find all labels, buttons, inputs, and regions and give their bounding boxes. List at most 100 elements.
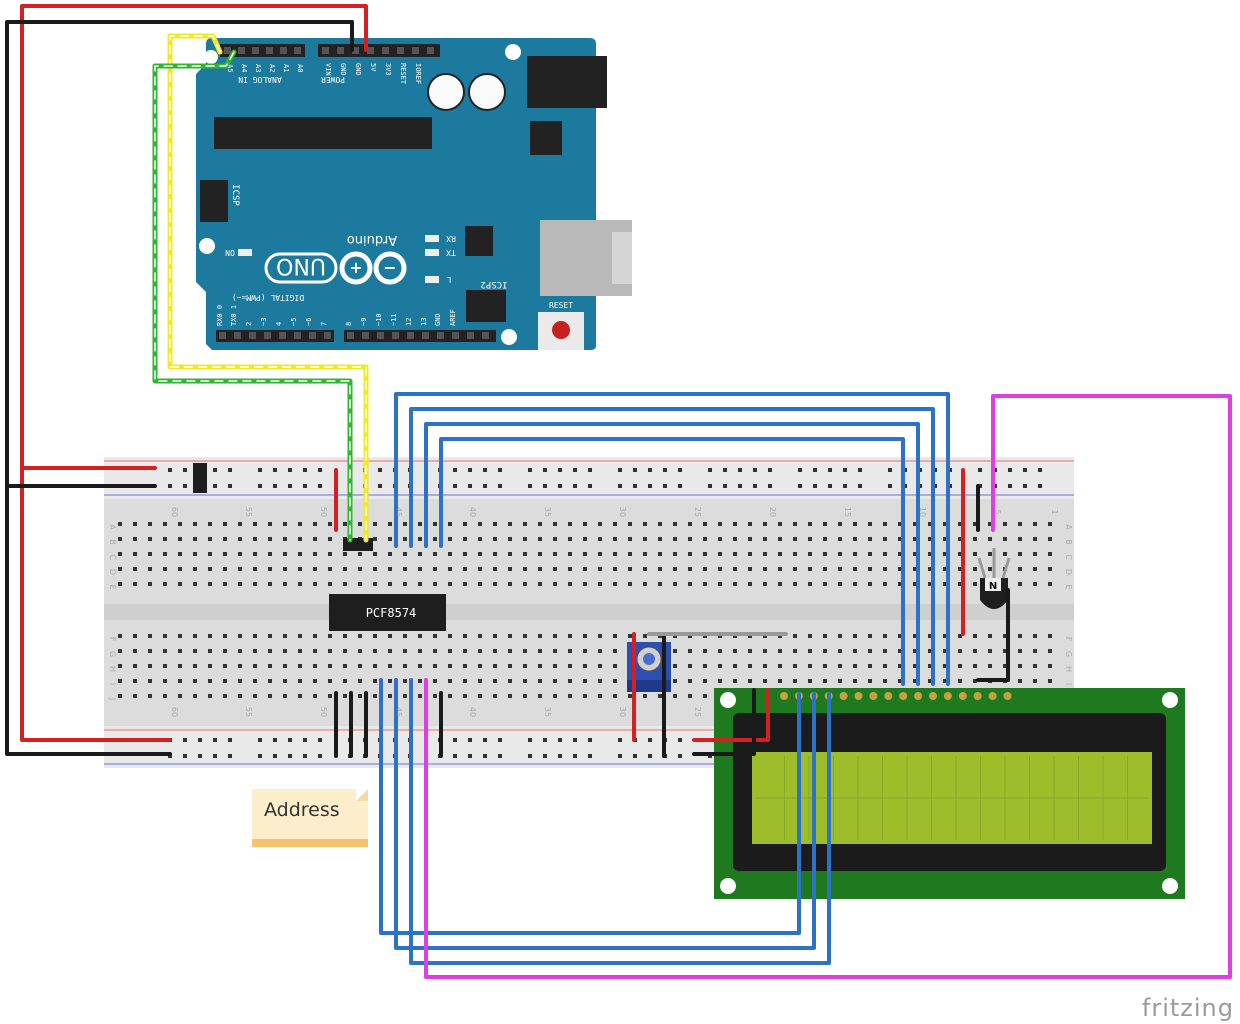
breadboard-hole [973,634,977,638]
breadboard-hole [463,537,467,541]
power-pin-label: 3V3 [384,63,392,76]
header-pin [352,47,359,54]
breadboard-hole [763,567,767,571]
breadboard-hole [748,522,752,526]
column-label: 40 [468,507,477,517]
breadboard-hole [823,537,827,541]
breadboard-hole [553,694,557,698]
breadboard-hole [763,664,767,668]
breadboard-hole [148,649,152,653]
breadboard-hole [478,664,482,668]
arduino-brand: Arduino [347,232,397,247]
breadboard-hole [688,679,692,683]
breadboard-hole [388,567,392,571]
digital-pin-label: 12 [405,318,413,326]
breadboard-hole [568,679,572,683]
breadboard-hole [763,649,767,653]
breadboard-hole [883,522,887,526]
breadboard-hole [448,649,452,653]
breadboard-hole [523,664,527,668]
breadboard-hole [283,552,287,556]
rail-hole [678,738,682,742]
breadboard-hole [433,582,437,586]
wire-address-gnd [334,691,443,758]
header-pin [324,332,331,339]
breadboard-hole [328,552,332,556]
breadboard-hole [688,582,692,586]
breadboard-hole [688,567,692,571]
breadboard-hole [298,552,302,556]
breadboard-hole [478,694,482,698]
breadboard-hole [373,694,377,698]
breadboard-hole [478,522,482,526]
l-led [425,276,439,283]
breadboard-hole [268,634,272,638]
breadboard-hole [268,552,272,556]
breadboard-hole [493,567,497,571]
breadboard-hole [583,567,587,571]
breadboard-hole [868,567,872,571]
breadboard-hole [283,634,287,638]
breadboard-hole [163,694,167,698]
header-pin [224,47,231,54]
rail-hole [228,484,232,488]
breadboard-hole [808,552,812,556]
breadboard-hole [838,664,842,668]
rail-hole [663,484,667,488]
breadboard-hole [493,522,497,526]
rail-hole [528,484,532,488]
rail-hole [318,754,322,758]
breadboard-hole [943,567,947,571]
power-pin-label: 5V [369,63,377,72]
breadboard-hole [253,582,257,586]
breadboard-hole [373,664,377,668]
breadboard-hole [148,567,152,571]
wire-ctrl-1 [379,678,801,935]
breadboard-hole [838,537,842,541]
digital-pin-label: ~5 [290,318,298,326]
rail-hole [543,468,547,472]
breadboard-hole [568,522,572,526]
breadboard-hole [238,694,242,698]
breadboard-hole [613,679,617,683]
icsp-header [200,180,228,222]
breadboard-hole [373,522,377,526]
breadboard-hole [298,634,302,638]
breadboard-hole [928,679,932,683]
breadboard-hole [238,664,242,668]
breadboard-hole [508,537,512,541]
breadboard-hole [613,634,617,638]
breadboard-hole [853,679,857,683]
breadboard-hole [463,649,467,653]
breadboard-hole [1048,664,1052,668]
breadboard-hole [553,582,557,586]
breadboard-hole [433,567,437,571]
breadboard-hole [358,522,362,526]
header-pin [452,332,459,339]
chip-label: PCF8574 [366,606,417,620]
breadboard-hole [268,582,272,586]
rail-hole [558,484,562,488]
breadboard-hole [523,679,527,683]
breadboard-hole [598,694,602,698]
breadboard-hole [673,552,677,556]
breadboard-hole [808,679,812,683]
rail-hole [618,484,622,488]
row-label: D [108,569,117,575]
rail-hole [558,754,562,758]
breadboard-hole [418,634,422,638]
breadboard-hole [973,649,977,653]
row-label: C [108,554,117,560]
breadboard-hole [658,537,662,541]
header-pin [252,47,259,54]
breadboard-hole [343,567,347,571]
rail-hole [648,754,652,758]
breadboard-hole [853,552,857,556]
breadboard-hole [433,537,437,541]
header-pin [266,47,273,54]
transistor: N [977,548,1011,609]
rail-hole [843,468,847,472]
breadboard-hole [208,582,212,586]
breadboard-hole [388,537,392,541]
breadboard-hole [1048,679,1052,683]
